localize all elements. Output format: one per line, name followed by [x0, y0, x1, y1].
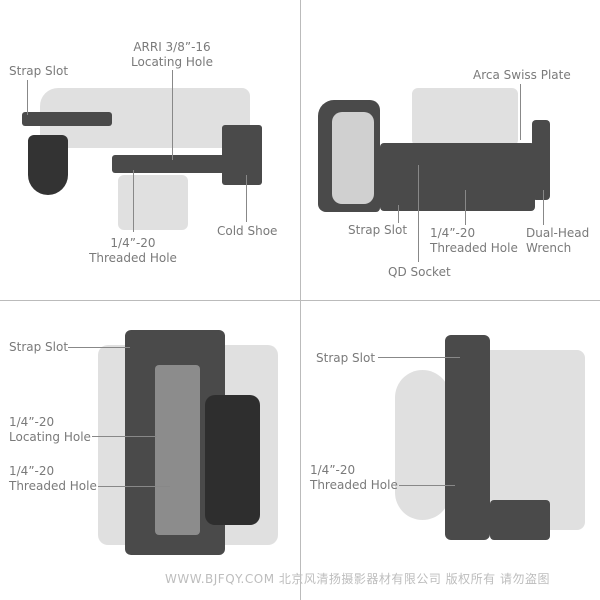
cage-image	[445, 335, 490, 540]
callout-line	[418, 165, 419, 262]
callout-line	[520, 84, 521, 140]
label-line: Threaded Hole	[9, 479, 97, 493]
callout-line	[398, 205, 399, 223]
label-threaded-hole: 1/4”-20 Threaded Hole	[430, 226, 518, 256]
label-line: ARRI 3/8”-16	[133, 40, 211, 54]
label-dual-head-wrench: Dual-Head Wrench	[526, 226, 589, 256]
label-line: Wrench	[526, 241, 572, 255]
callout-line	[465, 190, 466, 225]
callout-line	[68, 347, 130, 348]
label-cold-shoe: Cold Shoe	[217, 224, 278, 238]
label-strap-slot: Strap Slot	[9, 340, 69, 354]
arca-swiss-plate-image	[380, 143, 535, 211]
plate-image	[155, 365, 200, 535]
cage-image	[112, 155, 232, 173]
label-qd-socket: QD Socket	[388, 265, 451, 279]
camera-lens-image	[118, 175, 188, 230]
camera-lens-image	[412, 88, 518, 146]
cage-image	[22, 112, 112, 126]
grip-image	[28, 135, 68, 195]
label-locating-hole: 1/4”-20 Locating Hole	[9, 415, 91, 445]
callout-line	[378, 357, 460, 358]
callout-line	[92, 436, 157, 437]
label-line: 1/4”-20	[110, 236, 156, 250]
label-line: 1/4”-20	[9, 415, 55, 429]
callout-line	[133, 170, 134, 232]
camera-lens-image	[395, 370, 450, 520]
callout-line	[543, 190, 544, 225]
callout-line	[98, 486, 170, 487]
label-strap-slot: Strap Slot	[9, 64, 69, 78]
label-line: Locating Hole	[131, 55, 213, 69]
label-line: Threaded Hole	[310, 478, 398, 492]
wrench-image	[532, 120, 550, 200]
label-line: 1/4”-20	[9, 464, 55, 478]
label-line: Threaded Hole	[89, 251, 177, 265]
label-line: Locating Hole	[9, 430, 91, 444]
label-line: 1/4”-20	[430, 226, 476, 240]
panel-divider-horizontal	[0, 300, 600, 301]
wrench-image	[490, 500, 550, 540]
label-line: Threaded Hole	[430, 241, 518, 255]
label-strap-slot: Strap Slot	[316, 351, 376, 365]
label-strap-slot: Strap Slot	[348, 223, 408, 237]
callout-line	[27, 80, 28, 115]
callout-line	[399, 485, 455, 486]
grip-image	[205, 395, 260, 525]
camera-body-image	[332, 112, 374, 204]
cold-shoe-image	[222, 125, 262, 185]
watermark: WWW.BJFQY.COM 北京风清扬摄影器材有限公司 版权所有 请勿盗图	[165, 572, 550, 586]
label-arca-swiss-plate: Arca Swiss Plate	[473, 68, 571, 82]
label-line: Dual-Head	[526, 226, 590, 240]
label-threaded-hole: 1/4”-20 Threaded Hole	[83, 236, 183, 266]
callout-line	[246, 175, 247, 222]
label-arri-locating-hole: ARRI 3/8”-16 Locating Hole	[122, 40, 222, 70]
label-threaded-hole: 1/4”-20 Threaded Hole	[9, 464, 97, 494]
callout-line	[172, 70, 173, 160]
label-threaded-hole: 1/4”-20 Threaded Hole	[310, 463, 398, 493]
label-line: 1/4”-20	[310, 463, 356, 477]
